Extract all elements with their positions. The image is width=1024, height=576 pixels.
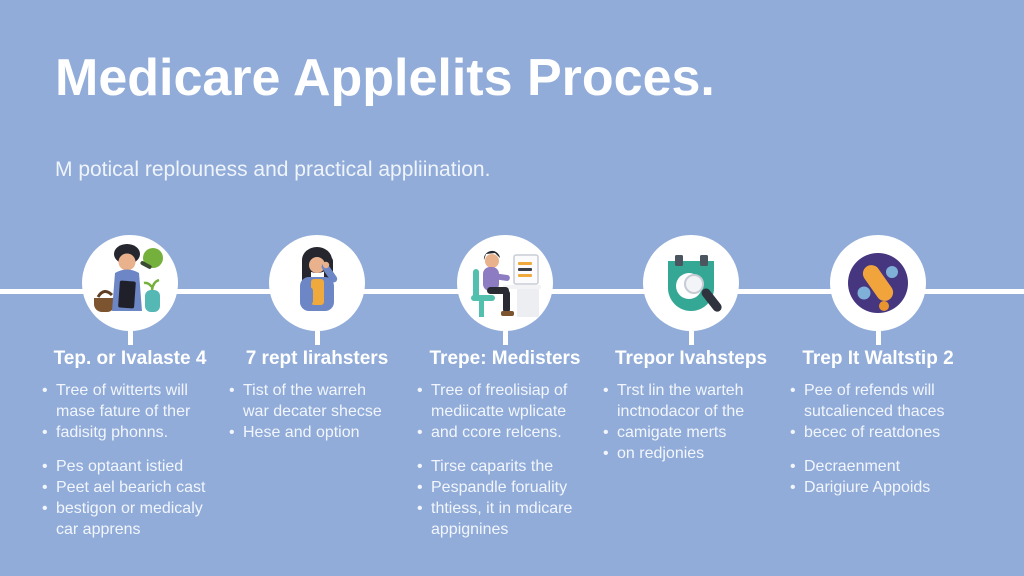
step-1-line: mase fature of ther — [56, 403, 191, 420]
step-4-circle — [643, 235, 739, 331]
step-5-circle — [830, 235, 926, 331]
step-3-line: thtiess, it in mdicare — [417, 498, 597, 519]
step-3-details: Tree of freolisiap of mediicatte wplicat… — [413, 380, 597, 540]
step-3-heading: Trepe: Medisters — [429, 348, 581, 369]
step-1-line: car apprens — [56, 521, 141, 538]
page-subtitle: M potical replouness and practical appli… — [55, 158, 491, 181]
step-1-circle — [82, 235, 178, 331]
step-4-line: camigate merts — [603, 422, 783, 443]
step-1-line: bestigon or medicaly — [42, 498, 222, 519]
step-3-line: and ccore relcens. — [417, 422, 597, 443]
timeline-step-3: Trepe: Medisters Tree of freolisiap of m… — [413, 235, 597, 540]
step-5-line: Darigiure Appoids — [790, 477, 970, 498]
person-on-phone-icon — [300, 247, 338, 311]
clipboard-magnifier-icon — [668, 255, 722, 312]
step-2-details: Tist of the warreh war decater shecse He… — [225, 380, 409, 443]
step-1-line: fadisitg phonns. — [42, 422, 222, 443]
step-2-line: Hese and option — [229, 422, 409, 443]
step-2-tick — [314, 331, 320, 345]
step-1-details: Tree of witterts will mase fature of the… — [38, 380, 222, 540]
step-5-tick — [875, 331, 881, 345]
step-3-tick — [502, 331, 508, 345]
step-4-tick — [688, 331, 694, 345]
step-1-tick — [127, 331, 133, 345]
step-2-heading: 7 rept Iirahsters — [245, 348, 389, 369]
timeline-step-5: Trep It Waltstip 2 Pee of refends will s… — [786, 235, 970, 498]
step-3-line: appignines — [431, 521, 509, 538]
step-5-heading: Trep It Waltstip 2 — [802, 348, 954, 369]
step-3-circle — [457, 235, 553, 331]
step-1-line: Peet ael bearich cast — [42, 477, 222, 498]
step-1-line: Tree of witterts will — [42, 380, 222, 401]
step-1-heading: Tep. or Ivalaste 4 — [53, 348, 207, 369]
step-4-heading: Trepor Ivahsteps — [614, 348, 768, 369]
step-3-line: mediicatte wplicate — [431, 403, 567, 420]
step-2-line: Tist of the warreh — [229, 380, 409, 401]
timeline-step-4: Trepor Ivahsteps Trst lin the warteh inc… — [599, 235, 783, 464]
step-5-line: becec of reatdones — [790, 422, 970, 443]
step-3-line: Tirse caparits the — [417, 456, 597, 477]
step-2-circle — [269, 235, 365, 331]
person-at-desk-icon — [471, 250, 541, 317]
step-5-details: Pee of refends will sutcalienced thaces … — [786, 380, 970, 498]
step-2-line: war decater shecse — [243, 403, 382, 420]
step-3-line: Tree of freolisiap of — [417, 380, 597, 401]
step-1-line: Pes optaant istied — [42, 456, 222, 477]
timeline-step-2: 7 rept Iirahsters Tist of the warreh war… — [225, 235, 409, 443]
step-5-line: Decraenment — [790, 456, 970, 477]
step-5-line: sutcalienced thaces — [804, 403, 945, 420]
timeline-step-1: Tep. or Ivalaste 4 Tree of witterts will… — [38, 235, 222, 540]
step-4-line: Trst lin the warteh — [603, 380, 783, 401]
step-3-line: Pespandle foruality — [417, 477, 597, 498]
page-title: Medicare Applelits Proces. — [55, 49, 715, 107]
step-4-line: inctnodacor of the — [617, 403, 745, 420]
person-filling-form-icon — [94, 244, 163, 312]
step-5-line: Pee of refends will — [790, 380, 970, 401]
abstract-finance-logo-icon — [846, 247, 909, 318]
step-4-line: on redjonies — [603, 443, 783, 464]
step-4-details: Trst lin the warteh inctnodacor of the c… — [599, 380, 783, 464]
